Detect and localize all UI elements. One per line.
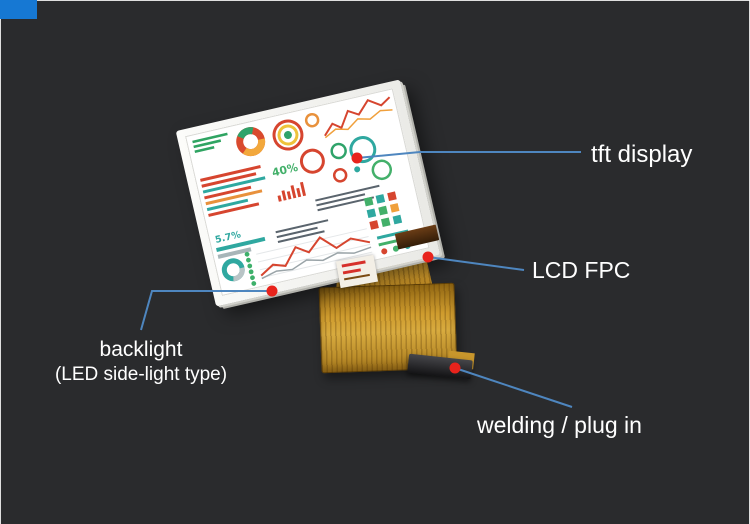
frame-edge-left xyxy=(0,0,1,524)
dashboard-green-dots xyxy=(244,251,257,286)
screen-dashboard-graphic: 40% xyxy=(192,96,411,286)
label-backlight-line1: backlight xyxy=(99,338,183,361)
dashboard-line-chart-bottom xyxy=(256,228,373,280)
dashboard-text-dashes-mid xyxy=(275,219,329,243)
dashboard-target-rings xyxy=(272,112,320,151)
dashboard-ring-circles xyxy=(299,136,393,183)
dashboard-teal-bars xyxy=(216,236,266,259)
fpc-print-mark xyxy=(342,268,362,275)
dashboard-green-textlines xyxy=(192,132,228,153)
dashboard-square-grid xyxy=(363,191,403,230)
tft-screen: 40% xyxy=(185,88,430,296)
fpc-print-mark xyxy=(341,260,366,268)
label-lcd-fpc: LCD FPC xyxy=(532,257,631,283)
label-welding-plug-in: welding / plug in xyxy=(477,412,642,438)
dashboard-donut-small xyxy=(236,127,266,157)
dashboard-vbar-mini xyxy=(277,181,307,202)
label-backlight-line2: (LED side-light type) xyxy=(54,364,228,386)
corner-accent-square xyxy=(0,0,37,19)
dashboard-hbar-chart xyxy=(200,165,266,217)
screen-stat-main: 40% xyxy=(271,161,299,180)
dashboard-line-chart-top xyxy=(324,96,393,139)
label-backlight: backlight (LED side-light type) xyxy=(36,336,246,388)
frame-edge-top xyxy=(0,0,750,1)
dashboard-text-dashes-right xyxy=(315,184,380,212)
label-tft-display: tft display xyxy=(591,141,693,168)
dashboard-donut-teal xyxy=(221,258,245,282)
fpc-print-mark xyxy=(343,273,370,281)
tft-display-module: 40% xyxy=(175,79,441,307)
